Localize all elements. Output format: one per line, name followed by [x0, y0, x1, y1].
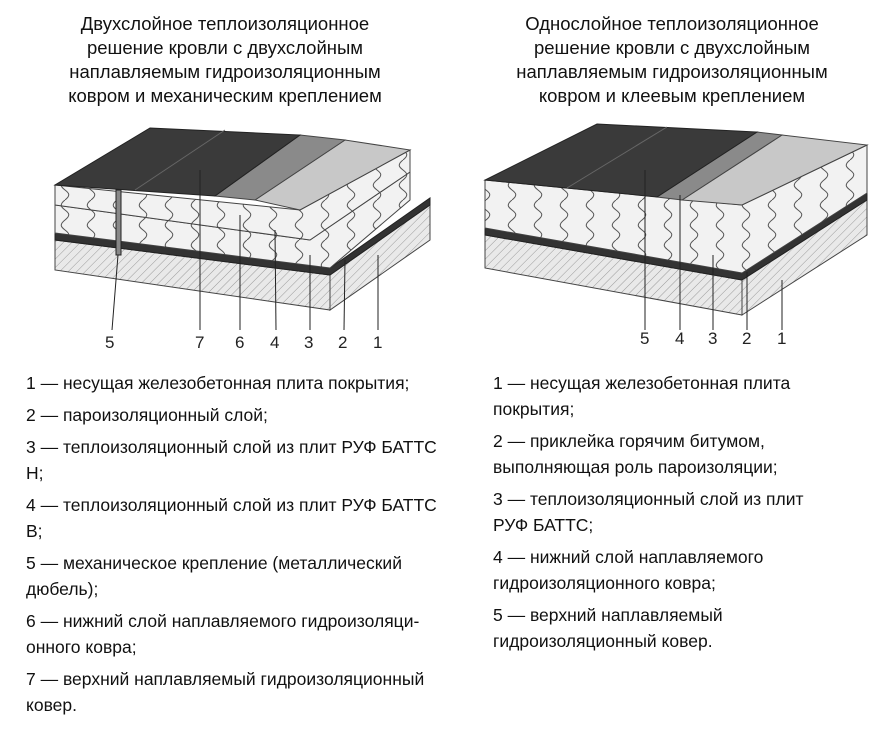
legend-item: 4 — нижний слой наплавляемого гидроизоля… [493, 547, 764, 593]
label-4: 4 [270, 333, 279, 352]
top-membrane [483, 123, 759, 198]
label-5: 5 [105, 333, 114, 352]
label-3: 3 [304, 333, 313, 352]
label-2: 2 [742, 329, 751, 348]
left-title: Двухслойное теплоизоляционное решение кр… [68, 13, 382, 106]
dowel [115, 189, 122, 256]
label-6: 6 [235, 333, 244, 352]
label-4: 4 [675, 329, 684, 348]
label-1: 1 [777, 329, 786, 348]
left-roof-diagram: 5 7 6 4 3 2 1 [53, 127, 431, 352]
left-legend: 1 — несущая железобетонная плита покрыти… [26, 370, 446, 724]
label-2: 2 [338, 333, 347, 352]
legend-item: 7 — верхний наплавляемый гидроизоляционн… [26, 669, 425, 715]
right-roof-diagram: 5 4 3 2 1 [483, 123, 869, 348]
legend-item: 5 — механическое крепление (металлически… [26, 553, 402, 599]
legend-item: 3 — теплоизоляционный слой из плит РУФ Б… [26, 437, 437, 483]
legend-item: 2 — приклейка горячим битумом, выполняющ… [493, 431, 778, 477]
legend-item: 5 — верхний наплавляемый гидроизоляционн… [493, 605, 723, 651]
label-1: 1 [373, 333, 382, 352]
label-7: 7 [195, 333, 204, 352]
legend-item: 6 — нижний слой наплавляемого гидроизоля… [26, 611, 420, 657]
right-panel: 5 4 3 2 1 Однослойное теплоизоляционное … [447, 0, 894, 734]
left-panel: 5 7 6 4 3 2 1 Двухслойное теплоизоляцион… [26, 13, 446, 724]
right-title: Однослойное теплоизоляционное решение кр… [516, 13, 828, 106]
legend-item: 3 — теплоизоляционный слой из плит РУФ Б… [493, 489, 804, 535]
legend-item: 1 — несущая железобетонная плита покрыти… [493, 373, 791, 419]
legend-item: 2 — пароизоляционный слой; [26, 405, 268, 425]
legend-item: 4 — теплоизоляционный слой из плит РУФ Б… [26, 495, 437, 541]
legend-item: 1 — несущая железобетонная плита покрыти… [26, 373, 410, 393]
label-3: 3 [708, 329, 717, 348]
label-5: 5 [640, 329, 649, 348]
right-legend: 1 — несущая железобетонная плита покрыти… [493, 370, 843, 660]
